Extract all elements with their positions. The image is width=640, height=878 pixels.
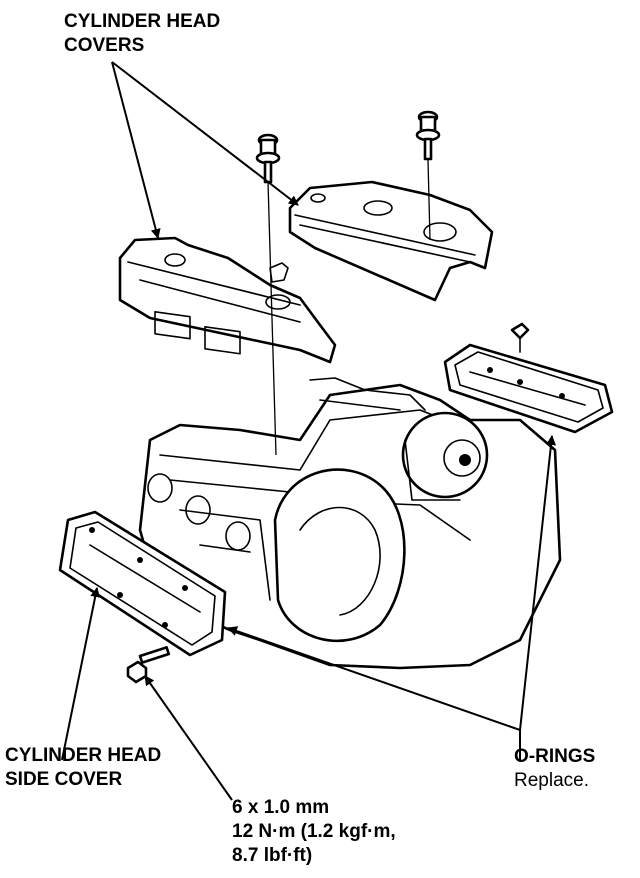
bolt-spec-label: 6 x 1.0 mm 12 N·m (1.2 kgf·m, 8.7 lbf·ft… <box>232 797 396 866</box>
head-covers-label: CYLINDER HEAD COVERS <box>64 11 221 56</box>
o-rings-note: Replace. <box>514 770 589 791</box>
bolt-guide-line-right <box>427 159 431 241</box>
side-cover-bolt <box>126 646 171 684</box>
engine-assembly <box>138 377 562 670</box>
o-rings-title: O-RINGS <box>514 746 596 767</box>
side-cover-label: CYLINDER HEAD SIDE COVER <box>5 745 162 790</box>
left-side-cover <box>58 510 227 657</box>
right-side-cover <box>443 322 614 434</box>
left-head-cover <box>118 236 337 364</box>
head-cover-bolt-left <box>255 133 281 184</box>
head-cover-bolt-right <box>415 110 441 161</box>
bolt-guide-line-left <box>267 181 277 456</box>
o-rings-label: O-RINGS Replace. <box>514 745 595 793</box>
right-head-cover <box>288 180 494 302</box>
leader-lines <box>61 61 556 801</box>
